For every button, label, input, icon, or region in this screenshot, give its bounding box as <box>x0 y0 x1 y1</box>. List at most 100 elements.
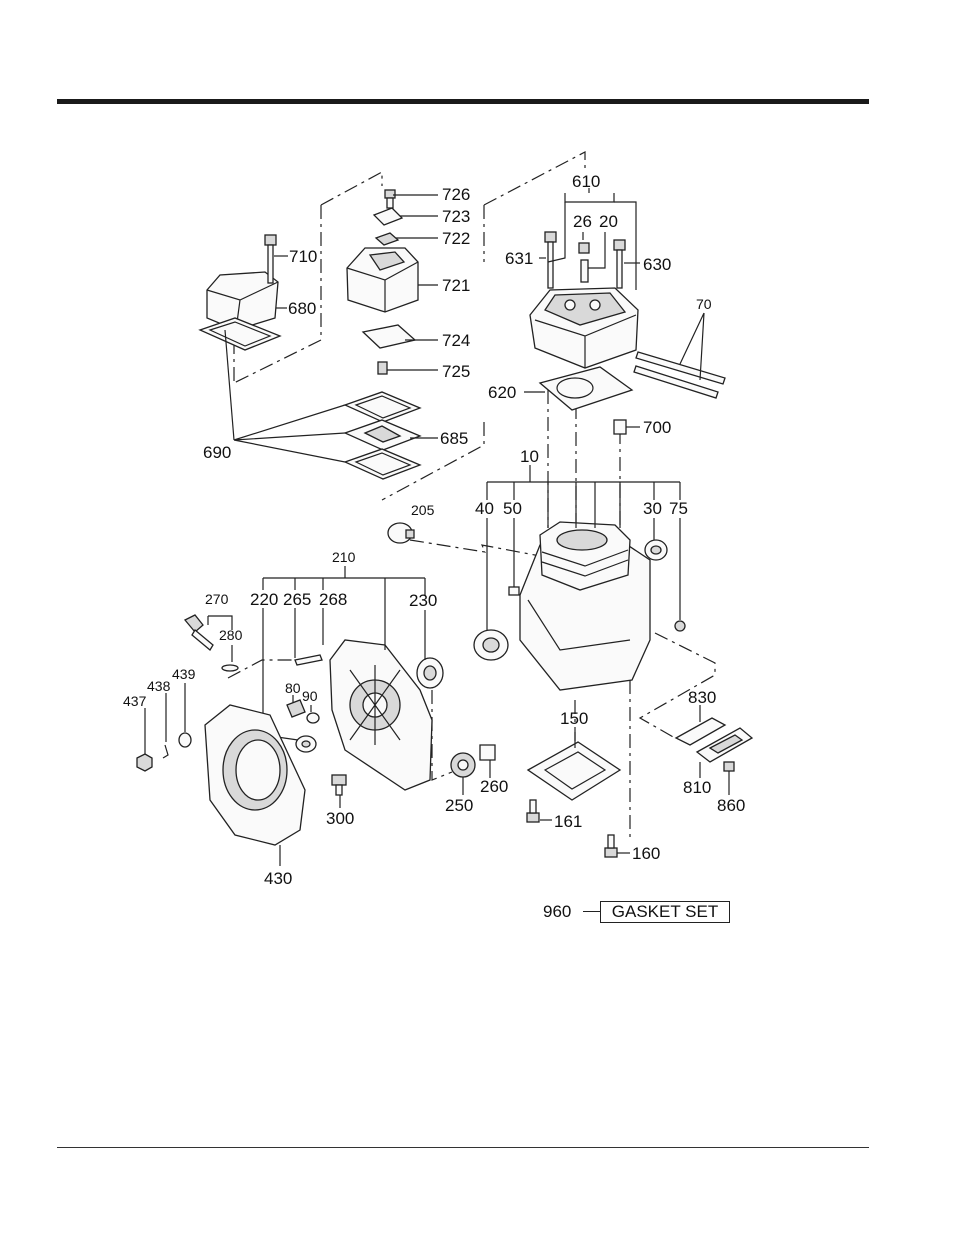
label-20: 20 <box>599 212 618 231</box>
label-810: 810 <box>683 778 711 797</box>
head-gasket-620 <box>540 367 632 410</box>
seal-220 <box>296 736 316 752</box>
label-724: 724 <box>442 331 470 350</box>
reed-724 <box>363 325 415 348</box>
shaft-265 <box>295 655 322 665</box>
leader-line <box>487 482 680 500</box>
label-230: 230 <box>409 591 437 610</box>
label-300: 300 <box>326 809 354 828</box>
leader-line <box>565 193 614 202</box>
gasket-690-a <box>345 392 420 422</box>
plug-75 <box>675 621 685 631</box>
bottom-rule <box>57 1147 869 1148</box>
oring-280 <box>222 665 238 671</box>
label-726: 726 <box>442 185 470 204</box>
gasket-set-label: GASKET SET <box>600 901 730 923</box>
governor-gear-250 <box>451 753 475 777</box>
cylinder-head-610 <box>530 288 638 368</box>
oring-90 <box>307 713 319 723</box>
label-437: 437 <box>123 693 147 709</box>
breather-cover-721 <box>347 248 418 312</box>
label-438: 438 <box>147 678 171 694</box>
label-860: 860 <box>717 796 745 815</box>
bearing-40 <box>474 630 508 660</box>
label-630: 630 <box>643 255 671 274</box>
dowel-700 <box>614 420 626 434</box>
label-10: 10 <box>520 447 539 466</box>
screw-726 <box>385 190 395 208</box>
bolt-160 <box>605 835 617 857</box>
label-150: 150 <box>560 709 588 728</box>
label-700: 700 <box>643 418 671 437</box>
washer-438 <box>163 745 168 758</box>
leader-line <box>225 330 234 440</box>
label-280: 280 <box>219 627 243 643</box>
crankcase-10 <box>520 522 650 690</box>
bracket-line <box>228 660 300 678</box>
studs-70 <box>634 352 725 398</box>
gasket-685 <box>345 420 420 450</box>
label-690: 690 <box>203 443 231 462</box>
gasket-set-leader <box>583 911 600 912</box>
crankcase-cover-210 <box>330 640 432 790</box>
guide-20 <box>581 260 588 282</box>
shaft-260 <box>480 745 495 760</box>
bolt-630 <box>614 240 625 288</box>
label-75: 75 <box>669 499 688 518</box>
label-710: 710 <box>289 247 317 266</box>
label-439: 439 <box>172 666 196 682</box>
gasket-690-b <box>345 449 420 479</box>
label-722: 722 <box>442 229 470 248</box>
label-160: 160 <box>632 844 660 863</box>
label-220: 220 <box>250 590 278 609</box>
label-725: 725 <box>442 362 470 381</box>
bracket-line <box>484 152 585 205</box>
bracket-line <box>410 540 540 556</box>
nut-437 <box>137 754 152 771</box>
pin-50 <box>509 587 519 595</box>
label-631: 631 <box>505 249 533 268</box>
bolt-161 <box>527 800 539 822</box>
screw-860 <box>724 762 734 771</box>
label-210: 210 <box>332 549 356 565</box>
plate-722 <box>376 233 398 245</box>
label-610: 610 <box>572 172 600 191</box>
mounting-flange-430 <box>205 705 305 845</box>
leader-line <box>588 232 605 268</box>
bracket-line <box>321 172 382 205</box>
label-723: 723 <box>442 207 470 226</box>
label-26: 26 <box>573 212 592 231</box>
bolt-300 <box>332 775 346 795</box>
plate-723 <box>374 208 402 225</box>
fitting-725 <box>378 362 387 374</box>
bracket-line <box>432 690 452 780</box>
seal-26 <box>579 243 589 253</box>
label-270: 270 <box>205 591 229 607</box>
leader-line <box>234 405 345 462</box>
label-161: 161 <box>554 812 582 831</box>
label-620: 620 <box>488 383 516 402</box>
dipstick-270 <box>185 615 213 650</box>
label-90: 90 <box>302 688 318 704</box>
label-268: 268 <box>319 590 347 609</box>
gasket-set-number: 960 <box>543 901 571 923</box>
base-plate-150 <box>528 742 620 800</box>
label-50: 50 <box>503 499 522 518</box>
label-721: 721 <box>442 276 470 295</box>
label-40: 40 <box>475 499 494 518</box>
label-250: 250 <box>445 796 473 815</box>
label-680: 680 <box>288 299 316 318</box>
seal-30 <box>645 540 667 560</box>
valve-cover-gasket <box>200 318 280 350</box>
seal-230 <box>417 658 443 688</box>
label-830: 830 <box>688 688 716 707</box>
leader-line <box>548 482 620 528</box>
label-205: 205 <box>411 502 435 518</box>
label-80: 80 <box>285 680 301 696</box>
washer-439 <box>179 733 191 747</box>
label-260: 260 <box>480 777 508 796</box>
label-30: 30 <box>643 499 662 518</box>
label-685: 685 <box>440 429 468 448</box>
